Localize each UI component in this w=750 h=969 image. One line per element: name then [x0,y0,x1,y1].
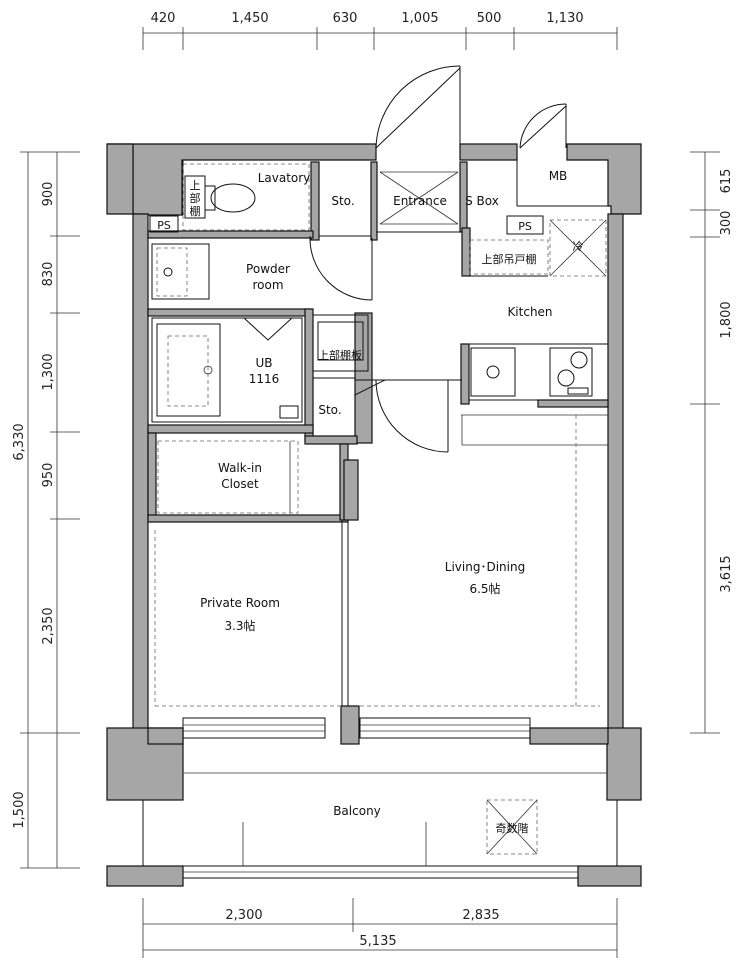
dim-left-3: 1,300 [41,353,56,390]
label-upper-shelf-board: 上部棚板 [318,348,362,362]
label-ps-right: PS [518,220,532,233]
dim-bottom-1: 2,300 [225,908,262,923]
exterior-walls [106,143,642,887]
label-upper-cabinet: 上部吊戸棚 [482,252,537,266]
label-sto-2: Sto. [318,403,341,417]
dim-bottom-2: 2,835 [462,908,499,923]
label-fridge: 冷 [573,240,584,253]
label-mb: MB [549,169,568,183]
label-private-1: Private Room [200,596,280,610]
dim-right-4: 3,615 [719,555,734,592]
label-living-2: 6.5帖 [469,581,500,596]
dim-right-3: 1,800 [719,301,734,338]
dim-bottom-total: 5,135 [359,934,396,949]
label-entrance: Entrance [393,194,447,208]
label-upper-shelf-char-2: 部 [190,191,201,205]
label-balcony: Balcony [333,804,381,818]
dim-right-1: 615 [719,169,734,194]
balcony-structure [142,772,618,879]
label-upper-shelf-char-3: 棚 [190,204,201,218]
label-lavatory: Lavatory [258,171,311,185]
dim-top-2: 1,450 [231,11,268,26]
dim-top-6: 1,130 [546,11,583,26]
dim-left-1: 900 [41,182,56,207]
dim-top-1: 420 [151,11,176,26]
label-ps-left: PS [157,219,171,232]
dim-left-2: 830 [41,262,56,287]
label-powder-2: room [252,278,283,292]
dim-top-4: 1,005 [401,11,438,26]
label-s-box: S Box [465,194,499,208]
fixtures [151,163,600,707]
label-sto-1: Sto. [331,194,354,208]
dim-right-2: 300 [719,211,734,236]
dim-left-total: 6,330 [12,423,27,460]
windows [182,520,531,739]
label-living-1: Living･Dining [445,560,525,574]
label-ub-1: UB [255,356,272,370]
label-powder-1: Powder [246,262,290,276]
label-walkin-1: Walk-in [218,461,262,475]
label-kitchen: Kitchen [507,305,552,319]
interior-walls [147,159,609,706]
dim-left-6: 1,500 [12,791,27,828]
dim-left-4: 950 [41,463,56,488]
doors [309,65,567,453]
dimension-lines [20,27,720,958]
label-odd-floor: 奇数階 [496,821,529,835]
label-ub-2: 1116 [249,372,280,386]
label-upper-shelf-char-1: 上 [190,179,201,192]
dim-left-5: 2,350 [41,607,56,644]
dim-top-3: 630 [333,11,358,26]
label-private-2: 3.3帖 [224,618,255,633]
dim-top-5: 500 [477,11,502,26]
label-walkin-2: Closet [221,477,259,491]
